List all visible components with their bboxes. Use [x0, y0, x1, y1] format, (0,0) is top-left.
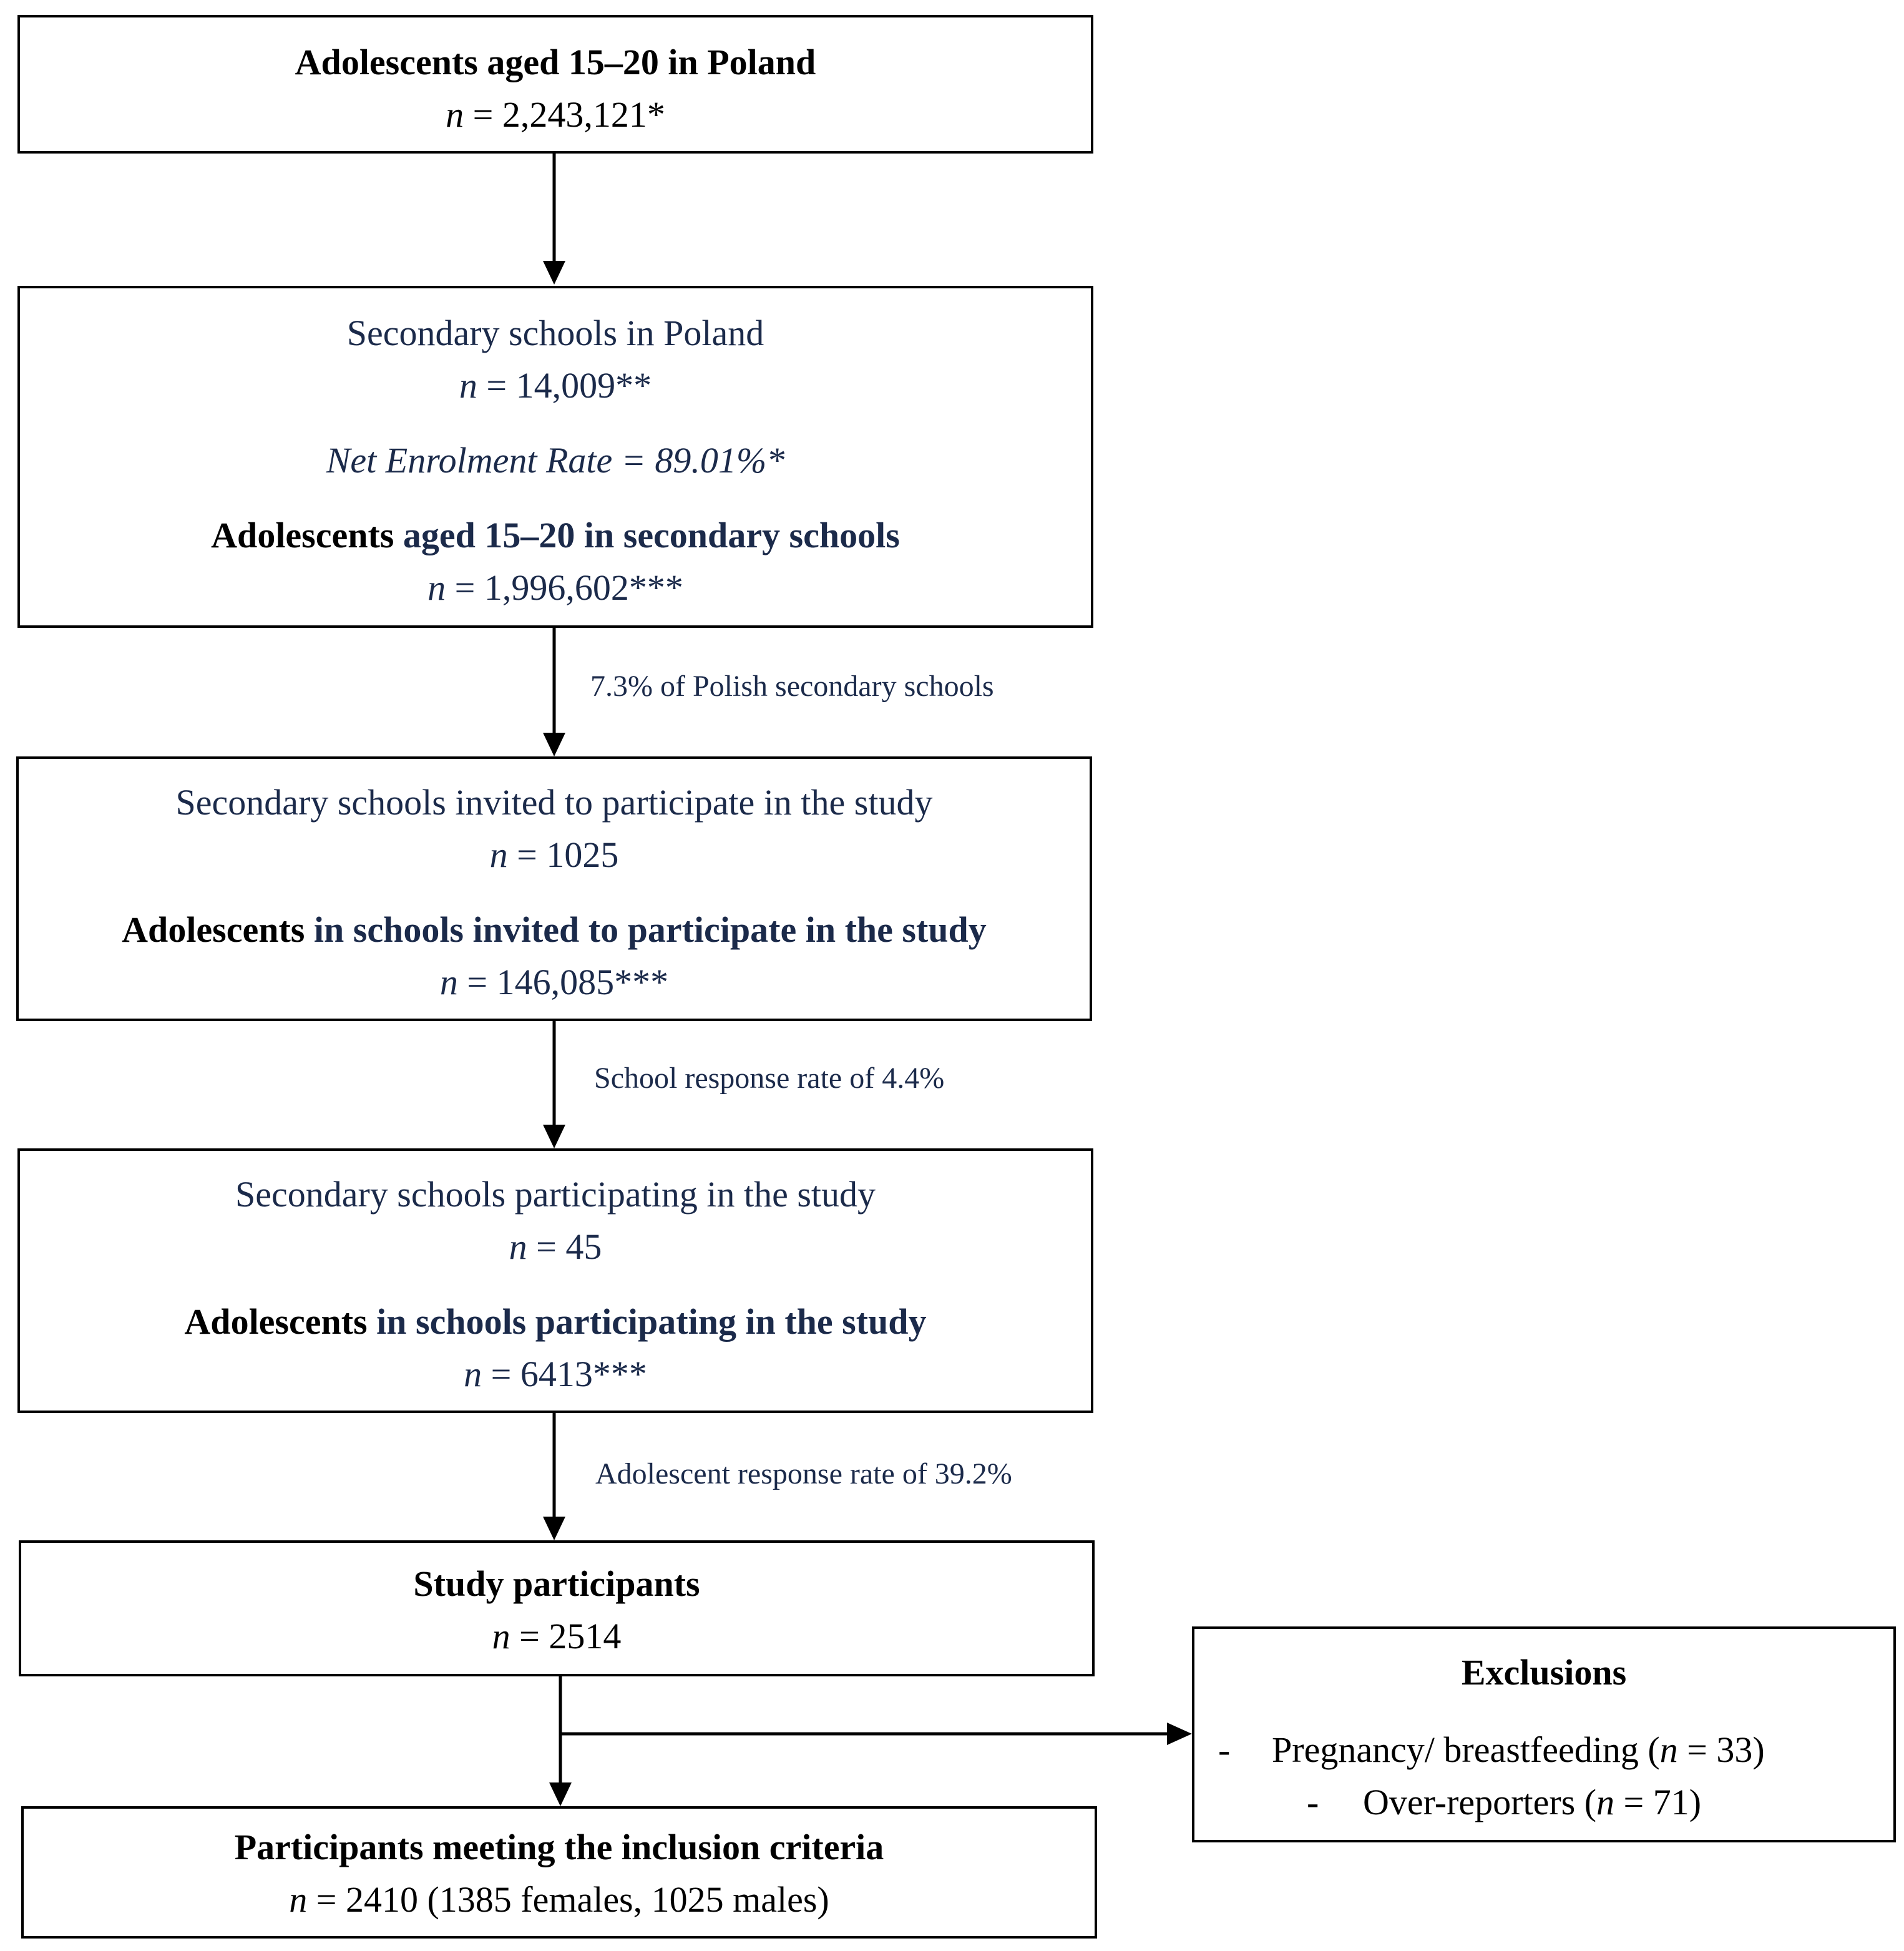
arrow-1-head — [543, 261, 565, 285]
box4-line1: Secondary schools participating in the s… — [235, 1174, 876, 1215]
arrow-4-head — [543, 1517, 565, 1540]
box2-rate: Net Enrolment Rate = 89.01%* — [326, 440, 785, 481]
exclusion-item-1-bullet: - — [1218, 1729, 1231, 1770]
arrow-5-head — [549, 1782, 572, 1806]
box2-count1: n = 14,009** — [459, 365, 652, 406]
exclusion-item-1: Pregnancy/ breastfeeding (n = 33) — [1272, 1729, 1765, 1770]
box1-count: n = 2,243,121* — [446, 94, 665, 135]
box2-title: Adolescents aged 15–20 in secondary scho… — [211, 515, 900, 555]
edge-label-1: 7.3% of Polish secondary schools — [590, 670, 994, 703]
exclusion-item-2-bullet: - — [1307, 1782, 1319, 1822]
box3-count1: n = 1025 — [489, 834, 619, 875]
box4-count2: n = 6413*** — [464, 1354, 647, 1394]
box4-count1: n = 45 — [509, 1226, 602, 1267]
exclusions-title: Exclusions — [1461, 1652, 1627, 1693]
box1-title: Adolescents aged 15–20 in Poland — [295, 42, 816, 82]
box2-count2: n = 1,996,602*** — [427, 567, 683, 608]
box6-count: n = 2410 (1385 females, 1025 males) — [289, 1879, 829, 1920]
arrow-exclusions-head — [1167, 1723, 1192, 1745]
arrow-2-head — [543, 733, 565, 756]
box-schools-invited: Secondary schools invited to participate… — [16, 756, 1092, 1021]
box5-title: Study participants — [413, 1563, 700, 1604]
exclusion-item-2: Over-reporters (n = 71) — [1363, 1782, 1702, 1822]
box-schools-participating: Secondary schools participating in the s… — [17, 1148, 1093, 1413]
box-secondary-schools: Secondary schools in Poland n = 14,009**… — [17, 286, 1093, 628]
box4-title: Adolescents in schools participating in … — [184, 1301, 927, 1342]
box-adolescents-poland: Adolescents aged 15–20 in Poland n = 2,2… — [17, 15, 1093, 154]
box2-line1: Secondary schools in Poland — [346, 313, 764, 353]
box3-count2: n = 146,085*** — [439, 962, 669, 1002]
arrow-3-head — [543, 1125, 565, 1148]
box5-count: n = 2514 — [492, 1616, 622, 1656]
edge-label-3: Adolescent response rate of 39.2% — [595, 1457, 1012, 1490]
box-exclusions: Exclusions - Pregnancy/ breastfeeding (n… — [1192, 1626, 1896, 1842]
box-inclusion-criteria: Participants meeting the inclusion crite… — [21, 1806, 1097, 1939]
box3-line1: Secondary schools invited to participate… — [175, 782, 933, 823]
box-study-participants: Study participants n = 2514 — [19, 1540, 1095, 1676]
box3-title: Adolescents in schools invited to partic… — [122, 909, 987, 950]
edge-label-2: School response rate of 4.4% — [594, 1062, 945, 1095]
box6-title: Participants meeting the inclusion crite… — [234, 1827, 884, 1867]
